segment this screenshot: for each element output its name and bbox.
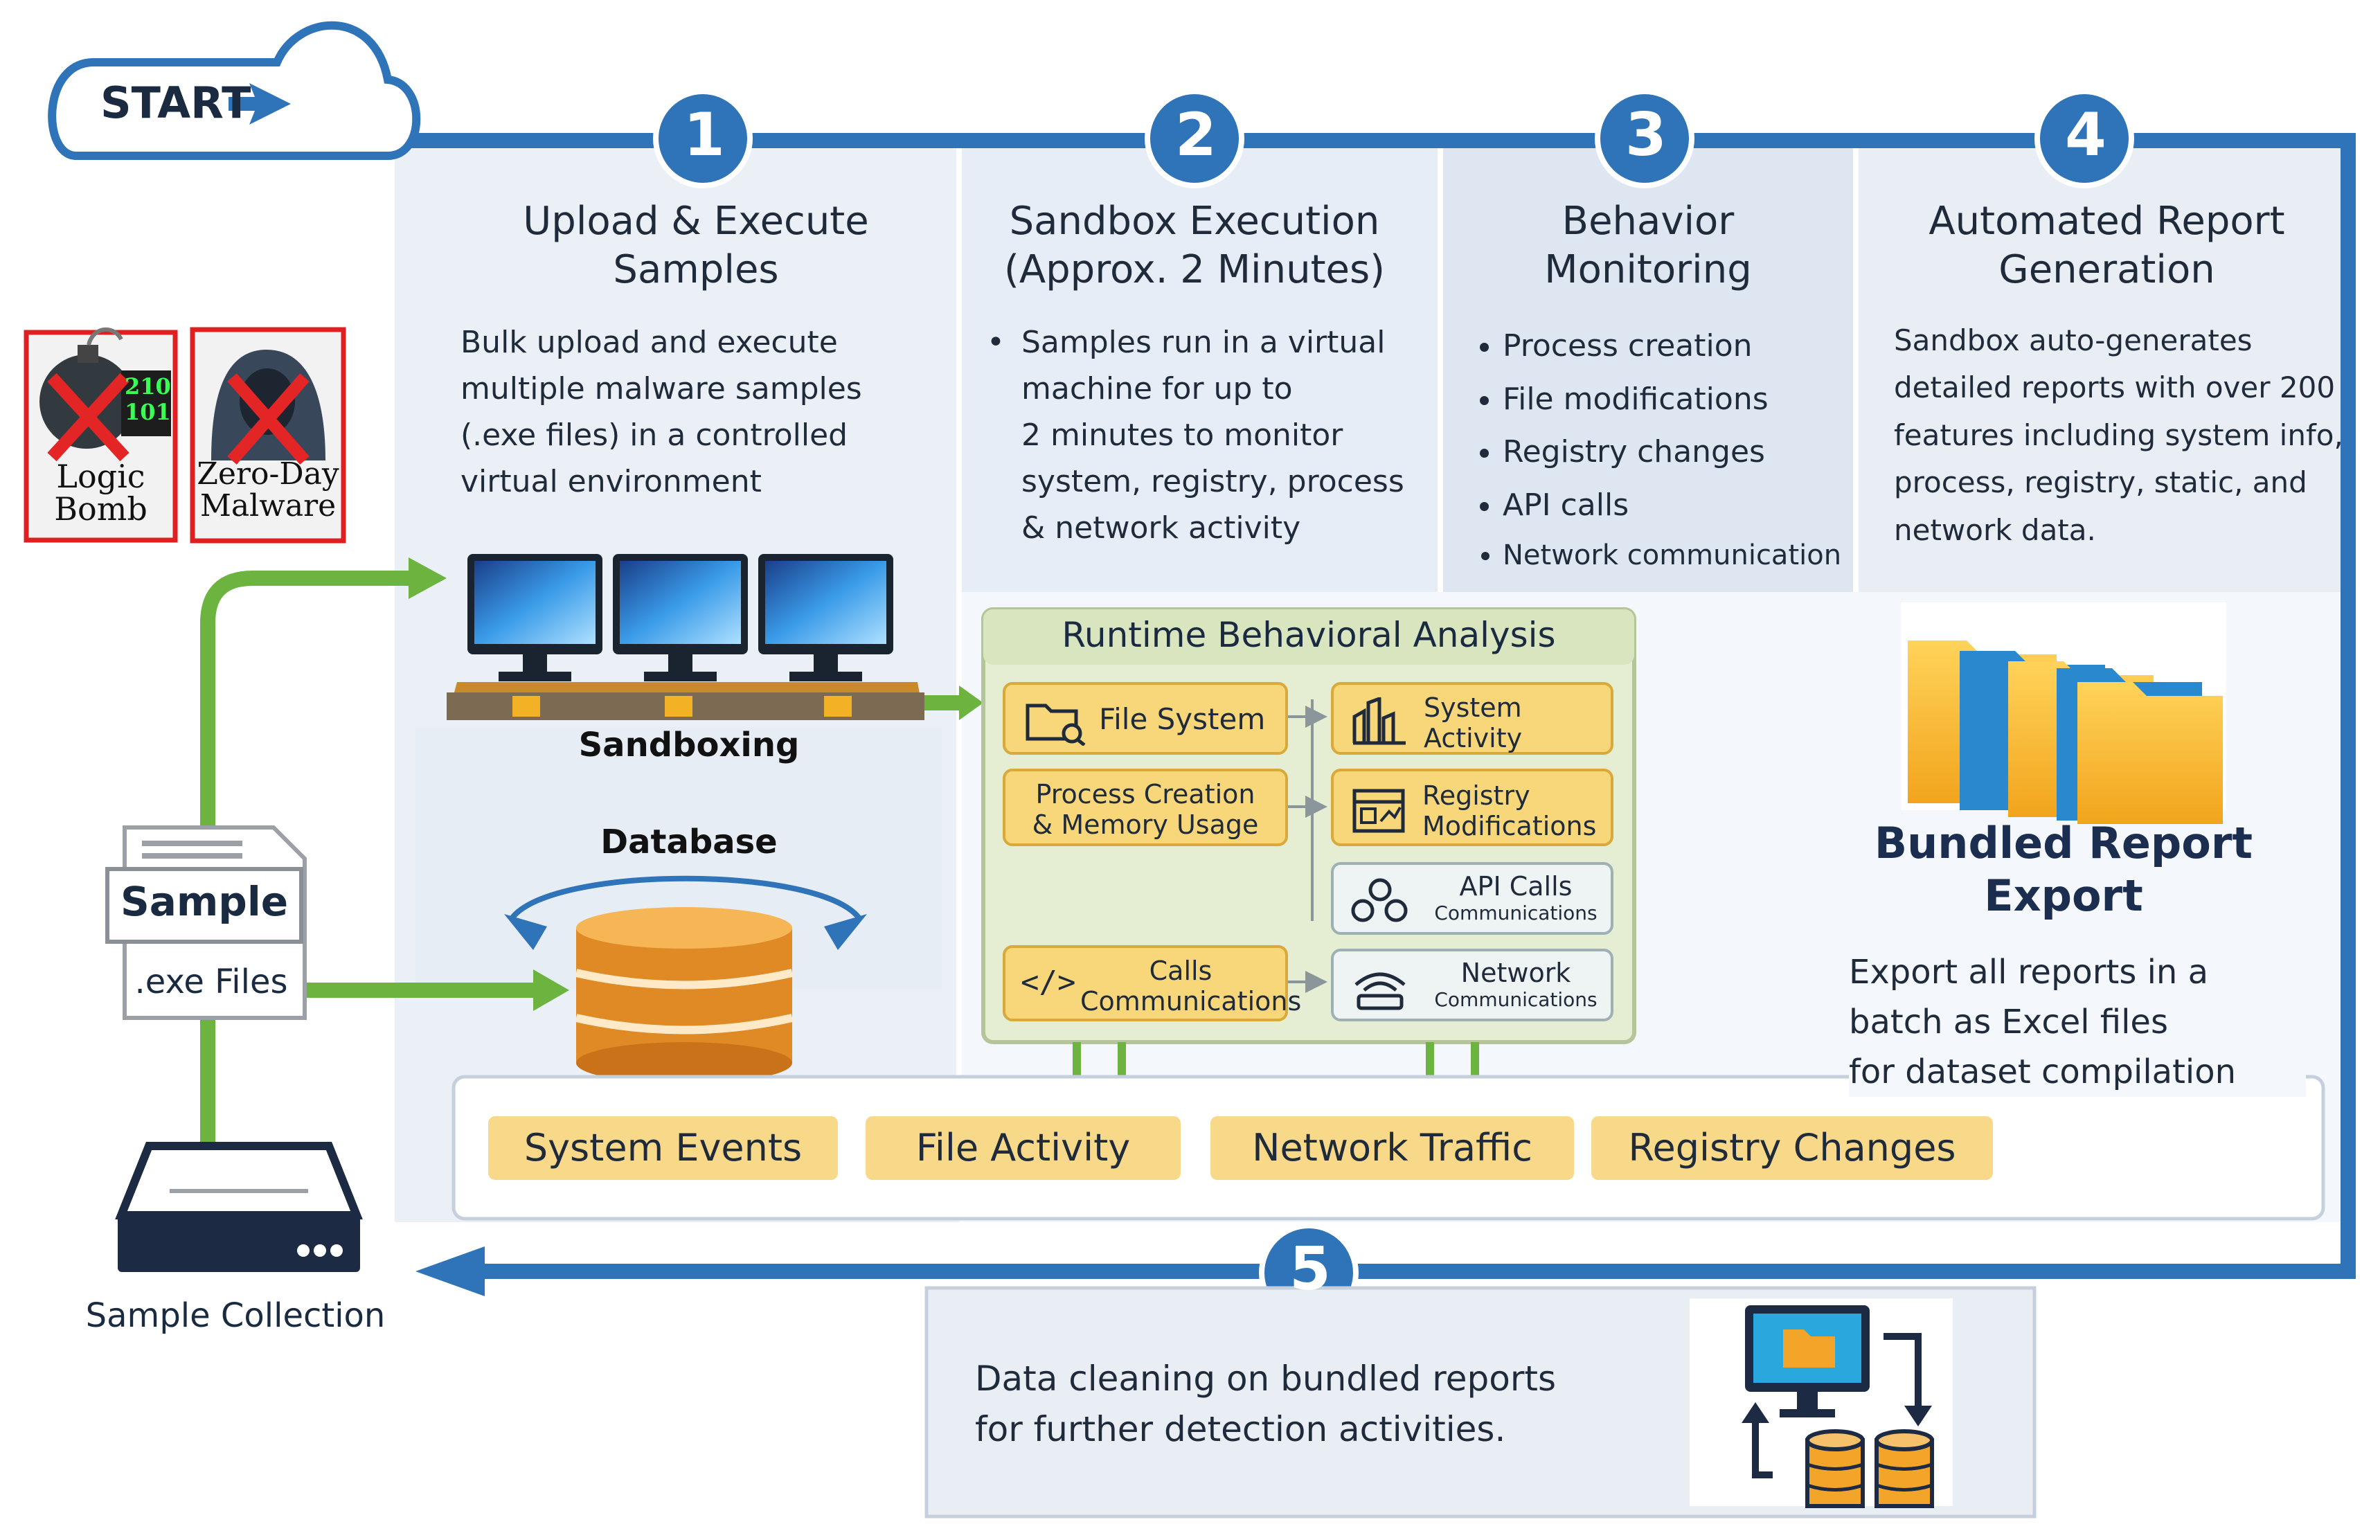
tag-registry-changes: Registry Changes xyxy=(1591,1116,1993,1180)
step-number-5: 5 xyxy=(1289,1235,1331,1304)
sandboxing-label: Sandboxing xyxy=(578,726,800,764)
green-arrowheads xyxy=(409,557,983,1011)
code-icon: </> xyxy=(1021,965,1076,1000)
step-number-2: 2 xyxy=(1175,100,1217,170)
step-number-4: 4 xyxy=(2065,100,2106,170)
start-label: START xyxy=(100,78,251,128)
sample-subtitle: .exe Files xyxy=(134,962,288,1001)
step2-body: •Samples run in a virtual machine for up… xyxy=(987,325,1404,546)
sample-collection-label: Sample Collection xyxy=(85,1296,386,1335)
step1-title: Upload & Execute Samples xyxy=(523,199,869,292)
runtime-network: Network Communications xyxy=(1331,949,1613,1021)
tag-network-traffic: Network Traffic xyxy=(1210,1116,1574,1180)
zero-day-card xyxy=(190,327,346,544)
step3-bullets: Process creation File modifications Regi… xyxy=(1468,320,1856,580)
runtime-api-calls: API Calls Communications xyxy=(1331,862,1613,935)
x-mark-icon xyxy=(227,373,310,465)
bundled-body: Export all reports in a batch as Excel f… xyxy=(1849,947,2306,1097)
start-arrow-icon xyxy=(249,83,291,125)
api-network-icon xyxy=(1351,878,1408,922)
database-label: Database xyxy=(600,823,778,861)
runtime-file-system: File System xyxy=(1003,682,1288,755)
top-flow-bar xyxy=(395,133,2356,1269)
runtime-registry-modifications: Registry Modifications xyxy=(1331,769,1613,846)
step4-body: Sandbox auto-generates detailed reports … xyxy=(1894,323,2343,547)
runtime-arrows xyxy=(1288,706,1327,993)
folders-icon xyxy=(1901,602,2226,824)
x-mark-icon xyxy=(47,373,129,462)
sample-title: Sample xyxy=(120,878,289,925)
logic-bomb-card xyxy=(24,328,178,543)
step-number-3: 3 xyxy=(1625,100,1667,170)
logic-bomb-code: 210 101 xyxy=(125,373,171,425)
return-flow-arrow xyxy=(415,1246,2356,1296)
tag-file-activity: File Activity xyxy=(866,1116,1181,1180)
step5-body: Data cleaning on bundled reports for fur… xyxy=(975,1359,1557,1449)
database-icon xyxy=(504,875,867,1084)
bundled-title: Bundled Report Export xyxy=(1874,818,2253,921)
start-cloud xyxy=(48,21,421,160)
sample-document-icon xyxy=(105,825,307,1020)
step4-title: Automated Report Generation xyxy=(1929,199,2285,292)
bomb-icon xyxy=(39,355,134,449)
registry-icon xyxy=(1352,789,1405,833)
router-icon xyxy=(1354,972,1406,1010)
step3-title: Behavior Monitoring xyxy=(1544,199,1752,292)
building-icon xyxy=(1352,697,1406,745)
step2-title: Sandbox Execution (Approx. 2 Minutes) xyxy=(1003,199,1386,292)
step1-body: Bulk upload and execute multiple malware… xyxy=(460,325,862,499)
runtime-calls: </> Calls Communications xyxy=(1003,945,1301,1021)
sample-collection-icon xyxy=(115,1142,363,1272)
sandbox-computers xyxy=(447,554,924,720)
logic-bomb-label: Logic Bomb xyxy=(54,458,147,528)
zero-day-label: Zero-Day Malware xyxy=(197,456,339,524)
runtime-system-activity: System Activity xyxy=(1331,682,1613,755)
data-cleaning-icon xyxy=(1742,1305,1934,1508)
folder-search-icon xyxy=(1026,704,1086,746)
runtime-process-memory: Process Creation & Memory Usage xyxy=(1003,769,1288,846)
tag-system-events: System Events xyxy=(488,1116,838,1180)
runtime-title: Runtime Behavioral Analysis xyxy=(1062,615,1556,655)
step-number-1: 1 xyxy=(683,100,725,170)
